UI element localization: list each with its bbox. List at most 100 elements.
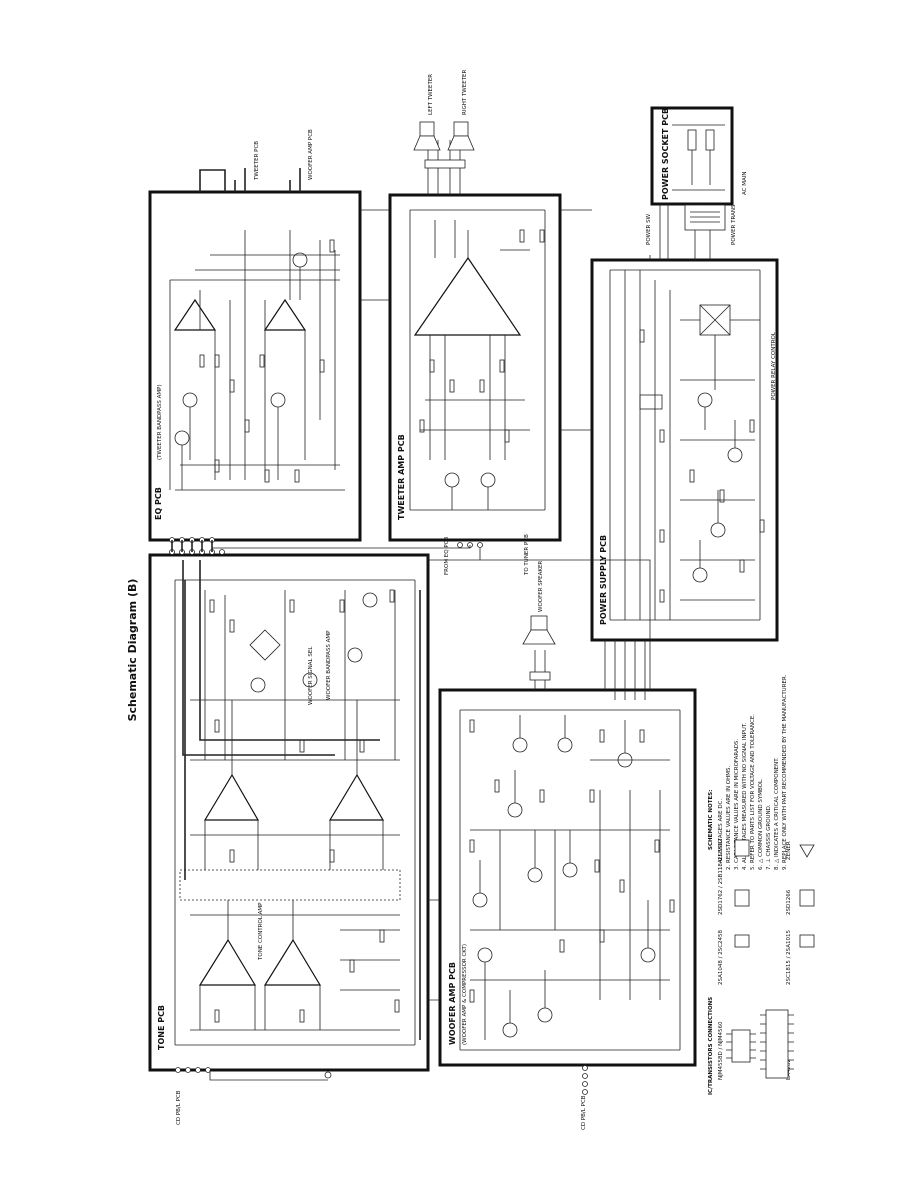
woofer-passives	[469, 719, 675, 1003]
woofer-transistor-6	[562, 862, 578, 878]
eq-pcb: EQ PCB (TWEETER BANDPASS AMP) TWEETER PC…	[148, 129, 362, 543]
eq-pcb-sublabel: (TWEETER BANDPASS AMP)	[157, 384, 163, 460]
eq-transistor-3	[270, 392, 286, 408]
woofer-input-label: CD PB/L PCB	[581, 1095, 587, 1130]
woofer-transistor-9	[512, 737, 528, 753]
tweeter-transistor-1	[444, 472, 460, 488]
note-line-1: 1. ALL VOLTAGES ARE DC.	[718, 799, 724, 870]
eq-output-bus	[224, 180, 301, 192]
tone-transistor-3	[347, 647, 363, 663]
tone-control-amp-label: TONE CONTROL AMP	[258, 902, 264, 961]
tone-opamp-1	[198, 938, 257, 986]
woofer-amp-pcb-label: WOOFER AMP PCB	[448, 962, 457, 1045]
woofer-input-connector	[582, 1065, 588, 1095]
tone-input-connector	[175, 1067, 211, 1073]
tweeter-amp-pcb: TWEETER AMP PCB FROM EQ PCB TO TUNER PCB	[388, 140, 562, 576]
eq-input-connector	[169, 537, 215, 543]
ic-part-7: LA4282	[786, 1059, 792, 1080]
woofer-transistor-10	[640, 947, 656, 963]
tweeter-in-label: FROM EQ PCB	[444, 536, 450, 575]
woofer-output-connector	[529, 671, 551, 681]
ps-transistor-2	[727, 447, 743, 463]
eq-opamp-2	[263, 298, 307, 331]
tweeter-power-ic	[413, 256, 522, 336]
power-relay	[639, 394, 663, 410]
dip-14-package	[765, 1009, 789, 1079]
eq-pcb-label: EQ PCB	[154, 487, 163, 520]
notes-heading: SCHEMATIC NOTES:	[708, 790, 714, 850]
ic-connections: IC/TRANSISTORS CONNECTIONS NJM4558D / NJ…	[708, 839, 815, 1095]
tone-signal-bus	[182, 560, 421, 1040]
tone-pcb: TONE PCB TONE CONTROL AMP WOOFER BANDPAS…	[148, 549, 430, 1125]
power-switch-label: POWER SW	[646, 213, 652, 245]
note-line-5: 5. REFER TO PARTS LIST FOR VOLTAGE AND T…	[750, 714, 756, 870]
woofer-speaker: WOOFER SPEAKER	[522, 561, 556, 645]
power-supply-pcb-label: POWER SUPPLY PCB	[599, 535, 608, 625]
tone-wiring	[174, 579, 416, 1046]
woofer-amp-pcb-sublabel: (WOOFER AMP & COMPRESSOR CKT)	[462, 944, 468, 1045]
dip-8-package	[731, 1029, 751, 1063]
left-tweeter-speaker: LEFT TWEETER	[413, 74, 441, 151]
eq-opamp-1	[173, 298, 217, 331]
ic-part-5: 2SD1266	[786, 889, 792, 915]
eq-woofer-out-label: WOOFER AMP PCB	[308, 129, 314, 180]
power-supply-pcb: POWER SUPPLY PCB POWER RELAY CONTROL	[590, 258, 779, 642]
woofer-transistor-7	[507, 802, 523, 818]
tone-passives	[209, 589, 400, 1023]
eq-passives	[199, 239, 335, 483]
ps-transistor-4	[710, 522, 726, 538]
ic-connections-heading: IC/TRANSISTORS CONNECTIONS	[708, 997, 714, 1095]
tone-opamp-3	[203, 773, 260, 821]
tone-transistor-4	[362, 592, 378, 608]
power-socket-pcb: POWER SOCKET PCB AC MAIN	[650, 106, 748, 206]
to3p-package	[799, 889, 815, 907]
schematic-notes: SCHEMATIC NOTES: 1. ALL VOLTAGES ARE DC.…	[708, 674, 788, 870]
tweeter-amp-pcb-label: TWEETER AMP PCB	[397, 434, 406, 520]
tone-transistor-1	[250, 677, 266, 693]
fuse-2	[705, 129, 715, 151]
eq-transistor-2	[182, 392, 198, 408]
eq-transistor-1	[174, 430, 190, 446]
eq-tweeter-out-label: TWEETER PCB	[254, 141, 260, 181]
tweeter-wiring	[409, 209, 546, 511]
power-socket-pcb-label: POWER SOCKET PCB	[661, 108, 670, 200]
woofer-speaker-leads	[534, 650, 546, 690]
tone-diode-bridge	[249, 629, 281, 661]
ic-part-3: 2SB562	[718, 839, 724, 860]
woofer-transistor-1	[477, 947, 493, 963]
tone-pcb-label: TONE PCB	[157, 1005, 166, 1050]
ac-wiring	[659, 204, 711, 260]
tweeter-to-tuner-label: TO TUNER PCB	[524, 534, 530, 576]
right-tweeter-speaker: RIGHT TWEETER	[447, 69, 475, 151]
woofer-bandpass-label: WOOFER BANDPASS AMP	[326, 630, 332, 700]
woofer-amp-pcb: WOOFER AMP PCB (WOOFER AMP & COMPRESSOR …	[438, 650, 697, 1130]
note-line-8: 8. △ INDICATES A CRITICAL COMPONENT.	[774, 757, 780, 870]
ac-main-label: AC MAIN	[742, 172, 748, 196]
ps-wiring	[609, 269, 761, 621]
schematic-title: Schematic Diagram (B)	[126, 579, 139, 722]
tone-dotted-region	[179, 869, 401, 901]
woofer-transistor-8	[557, 737, 573, 753]
interboard-wiring	[209, 209, 651, 1081]
woofer-wiring	[459, 709, 681, 1051]
interboard-bus-eq-tone	[171, 168, 301, 552]
ic-part-6: ZENER	[786, 841, 792, 860]
power-relay-control-label: POWER RELAY CONTROL	[771, 331, 777, 400]
ps-transistor-1	[697, 392, 713, 408]
woofer-transistor-2	[502, 1022, 518, 1038]
note-line-6: 6. △ COMMON GROUND SYMBOL.	[758, 778, 764, 870]
tone-opamp-4	[328, 773, 385, 821]
chassis-ground-node	[324, 1071, 332, 1079]
fuse-1	[687, 129, 697, 151]
note-line-4: 4. ALL VOLTAGES MEASURED WITH NO SIGNAL …	[742, 722, 748, 870]
left-tweeter-label: LEFT TWEETER	[428, 74, 434, 115]
right-tweeter-label: RIGHT TWEETER	[462, 69, 468, 115]
to126-package	[734, 889, 750, 907]
tweeter-output-connector	[424, 159, 466, 169]
woofer-transistor-4	[472, 892, 488, 908]
note-line-7: 7. ⊥ CHASSIS GROUND.	[766, 804, 772, 870]
ic-part-0: NJM4558D / NJM4560	[718, 1021, 724, 1080]
power-transformer: POWER TRANS	[684, 204, 737, 245]
zener-diode-symbol	[799, 844, 815, 858]
